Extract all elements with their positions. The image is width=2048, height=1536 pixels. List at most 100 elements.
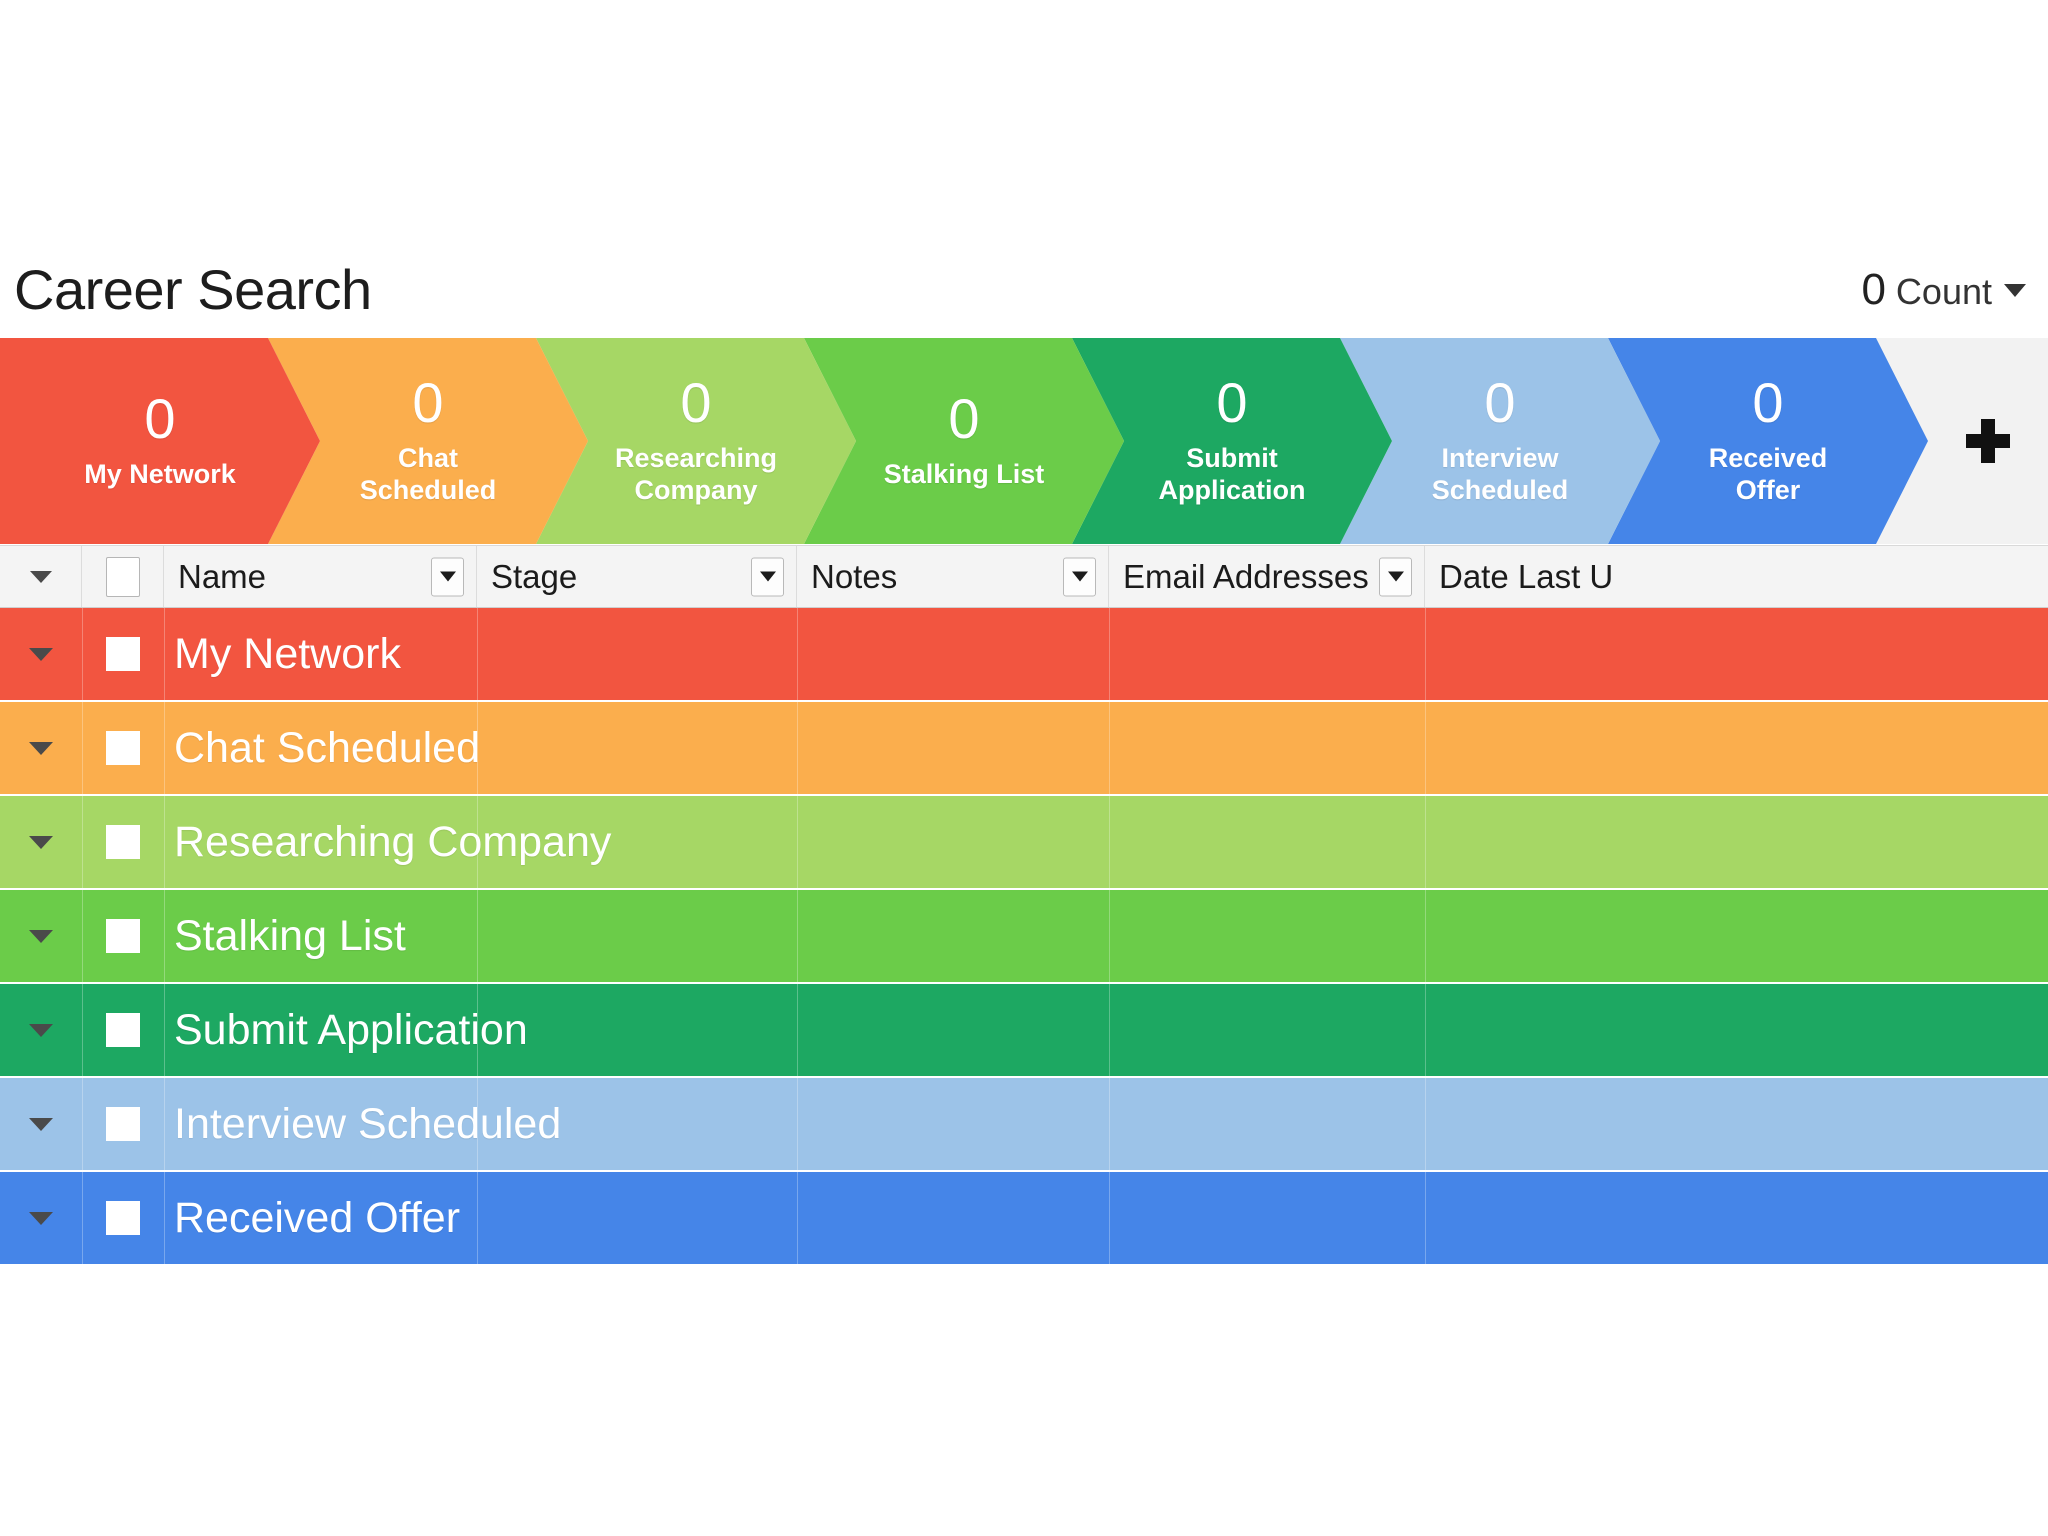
row-divider	[477, 1172, 478, 1264]
table-header-row: Name Stage Notes Email Addresses Date La…	[0, 545, 2048, 608]
select-all-checkbox[interactable]	[82, 546, 164, 607]
funnel-stage-count: 0	[412, 371, 444, 435]
group-row-label: Submit Application	[174, 1005, 528, 1054]
row-divider	[1109, 984, 1110, 1076]
funnel-stage-count: 0	[680, 371, 712, 435]
row-divider	[797, 1078, 798, 1170]
row-divider	[797, 796, 798, 888]
group-row-label: My Network	[174, 629, 401, 678]
group-row-checkbox[interactable]	[82, 1172, 164, 1264]
group-row-expander[interactable]	[0, 608, 82, 700]
checkbox-unchecked-icon	[106, 919, 140, 953]
column-header-label: Stage	[491, 557, 578, 595]
row-divider	[82, 984, 83, 1076]
row-divider	[164, 890, 165, 982]
group-row-expander[interactable]	[0, 1172, 82, 1264]
group-row-checkbox[interactable]	[82, 1078, 164, 1170]
count-value: 0	[1861, 265, 1886, 314]
column-header-label: Notes	[811, 557, 898, 595]
row-divider	[797, 608, 798, 700]
count-label: Count	[1895, 271, 1992, 312]
group-row-expander[interactable]	[0, 1078, 82, 1170]
row-divider	[164, 1078, 165, 1170]
row-divider	[1109, 1078, 1110, 1170]
funnel-stage-label: Stalking List	[883, 459, 1045, 490]
row-divider	[797, 1172, 798, 1264]
header-expander-toggle[interactable]	[0, 546, 82, 607]
checkbox-unchecked-icon	[106, 1201, 140, 1235]
column-header-date-last-updated[interactable]: Date Last U	[1425, 546, 2048, 607]
group-row[interactable]: Researching Company	[0, 796, 2048, 890]
column-header-email-addresses[interactable]: Email Addresses	[1109, 546, 1425, 607]
column-header-label: Name	[178, 557, 267, 595]
page-title: Career Search	[14, 258, 372, 321]
count-selector[interactable]: 0 Count	[1861, 265, 2034, 315]
row-divider	[164, 1172, 165, 1264]
funnel-stage-my-network[interactable]: 0 My Network	[0, 338, 320, 544]
filter-dropdown-icon[interactable]	[1379, 557, 1412, 596]
column-header-name[interactable]: Name	[164, 546, 477, 607]
group-row-expander[interactable]	[0, 702, 82, 794]
funnel-stage-count: 0	[1216, 371, 1248, 435]
column-header-stage[interactable]: Stage	[477, 546, 797, 607]
filter-dropdown-icon[interactable]	[1063, 557, 1096, 596]
chevron-down-icon[interactable]	[2004, 283, 2026, 297]
group-row-label: Stalking List	[174, 911, 406, 960]
filter-dropdown-icon[interactable]	[751, 557, 784, 596]
group-row[interactable]: Stalking List	[0, 890, 2048, 984]
row-divider	[477, 702, 478, 794]
funnel-stage-count: 0	[1752, 371, 1784, 435]
group-row-checkbox[interactable]	[82, 890, 164, 982]
funnel-stage-count: 0	[948, 387, 980, 451]
plus-icon	[1966, 419, 2010, 463]
row-divider	[1109, 796, 1110, 888]
row-divider	[1109, 890, 1110, 982]
row-divider	[477, 890, 478, 982]
caret-down-icon	[29, 1117, 53, 1131]
group-row-checkbox[interactable]	[82, 702, 164, 794]
group-row-checkbox[interactable]	[82, 796, 164, 888]
checkbox-unchecked-icon	[106, 825, 140, 859]
caret-down-icon	[29, 570, 52, 583]
group-row-expander[interactable]	[0, 984, 82, 1076]
funnel-stage-count: 0	[144, 387, 176, 451]
row-divider	[477, 796, 478, 888]
group-row-checkbox[interactable]	[82, 608, 164, 700]
group-row[interactable]: Interview Scheduled	[0, 1078, 2048, 1172]
group-row-checkbox[interactable]	[82, 984, 164, 1076]
row-divider	[82, 890, 83, 982]
row-divider	[1109, 702, 1110, 794]
group-row[interactable]: Submit Application	[0, 984, 2048, 1078]
group-row-expander[interactable]	[0, 796, 82, 888]
filter-dropdown-icon[interactable]	[431, 557, 464, 596]
add-stage-button[interactable]	[1928, 338, 2048, 544]
checkbox-unchecked-icon	[106, 1107, 140, 1141]
funnel-stage-label: My Network	[84, 459, 236, 490]
group-row[interactable]: My Network	[0, 608, 2048, 702]
row-divider	[164, 984, 165, 1076]
column-header-notes[interactable]: Notes	[797, 546, 1109, 607]
row-divider	[797, 702, 798, 794]
row-divider	[82, 796, 83, 888]
row-divider	[1109, 608, 1110, 700]
caret-down-icon	[29, 647, 53, 661]
title-bar: Career Search 0 Count	[0, 245, 2048, 335]
row-divider	[1425, 702, 1426, 794]
row-divider	[82, 702, 83, 794]
funnel-stage-count: 0	[1484, 371, 1516, 435]
group-row[interactable]: Received Offer	[0, 1172, 2048, 1266]
group-row-expander[interactable]	[0, 890, 82, 982]
group-row[interactable]: Chat Scheduled	[0, 702, 2048, 796]
row-divider	[1425, 1078, 1426, 1170]
